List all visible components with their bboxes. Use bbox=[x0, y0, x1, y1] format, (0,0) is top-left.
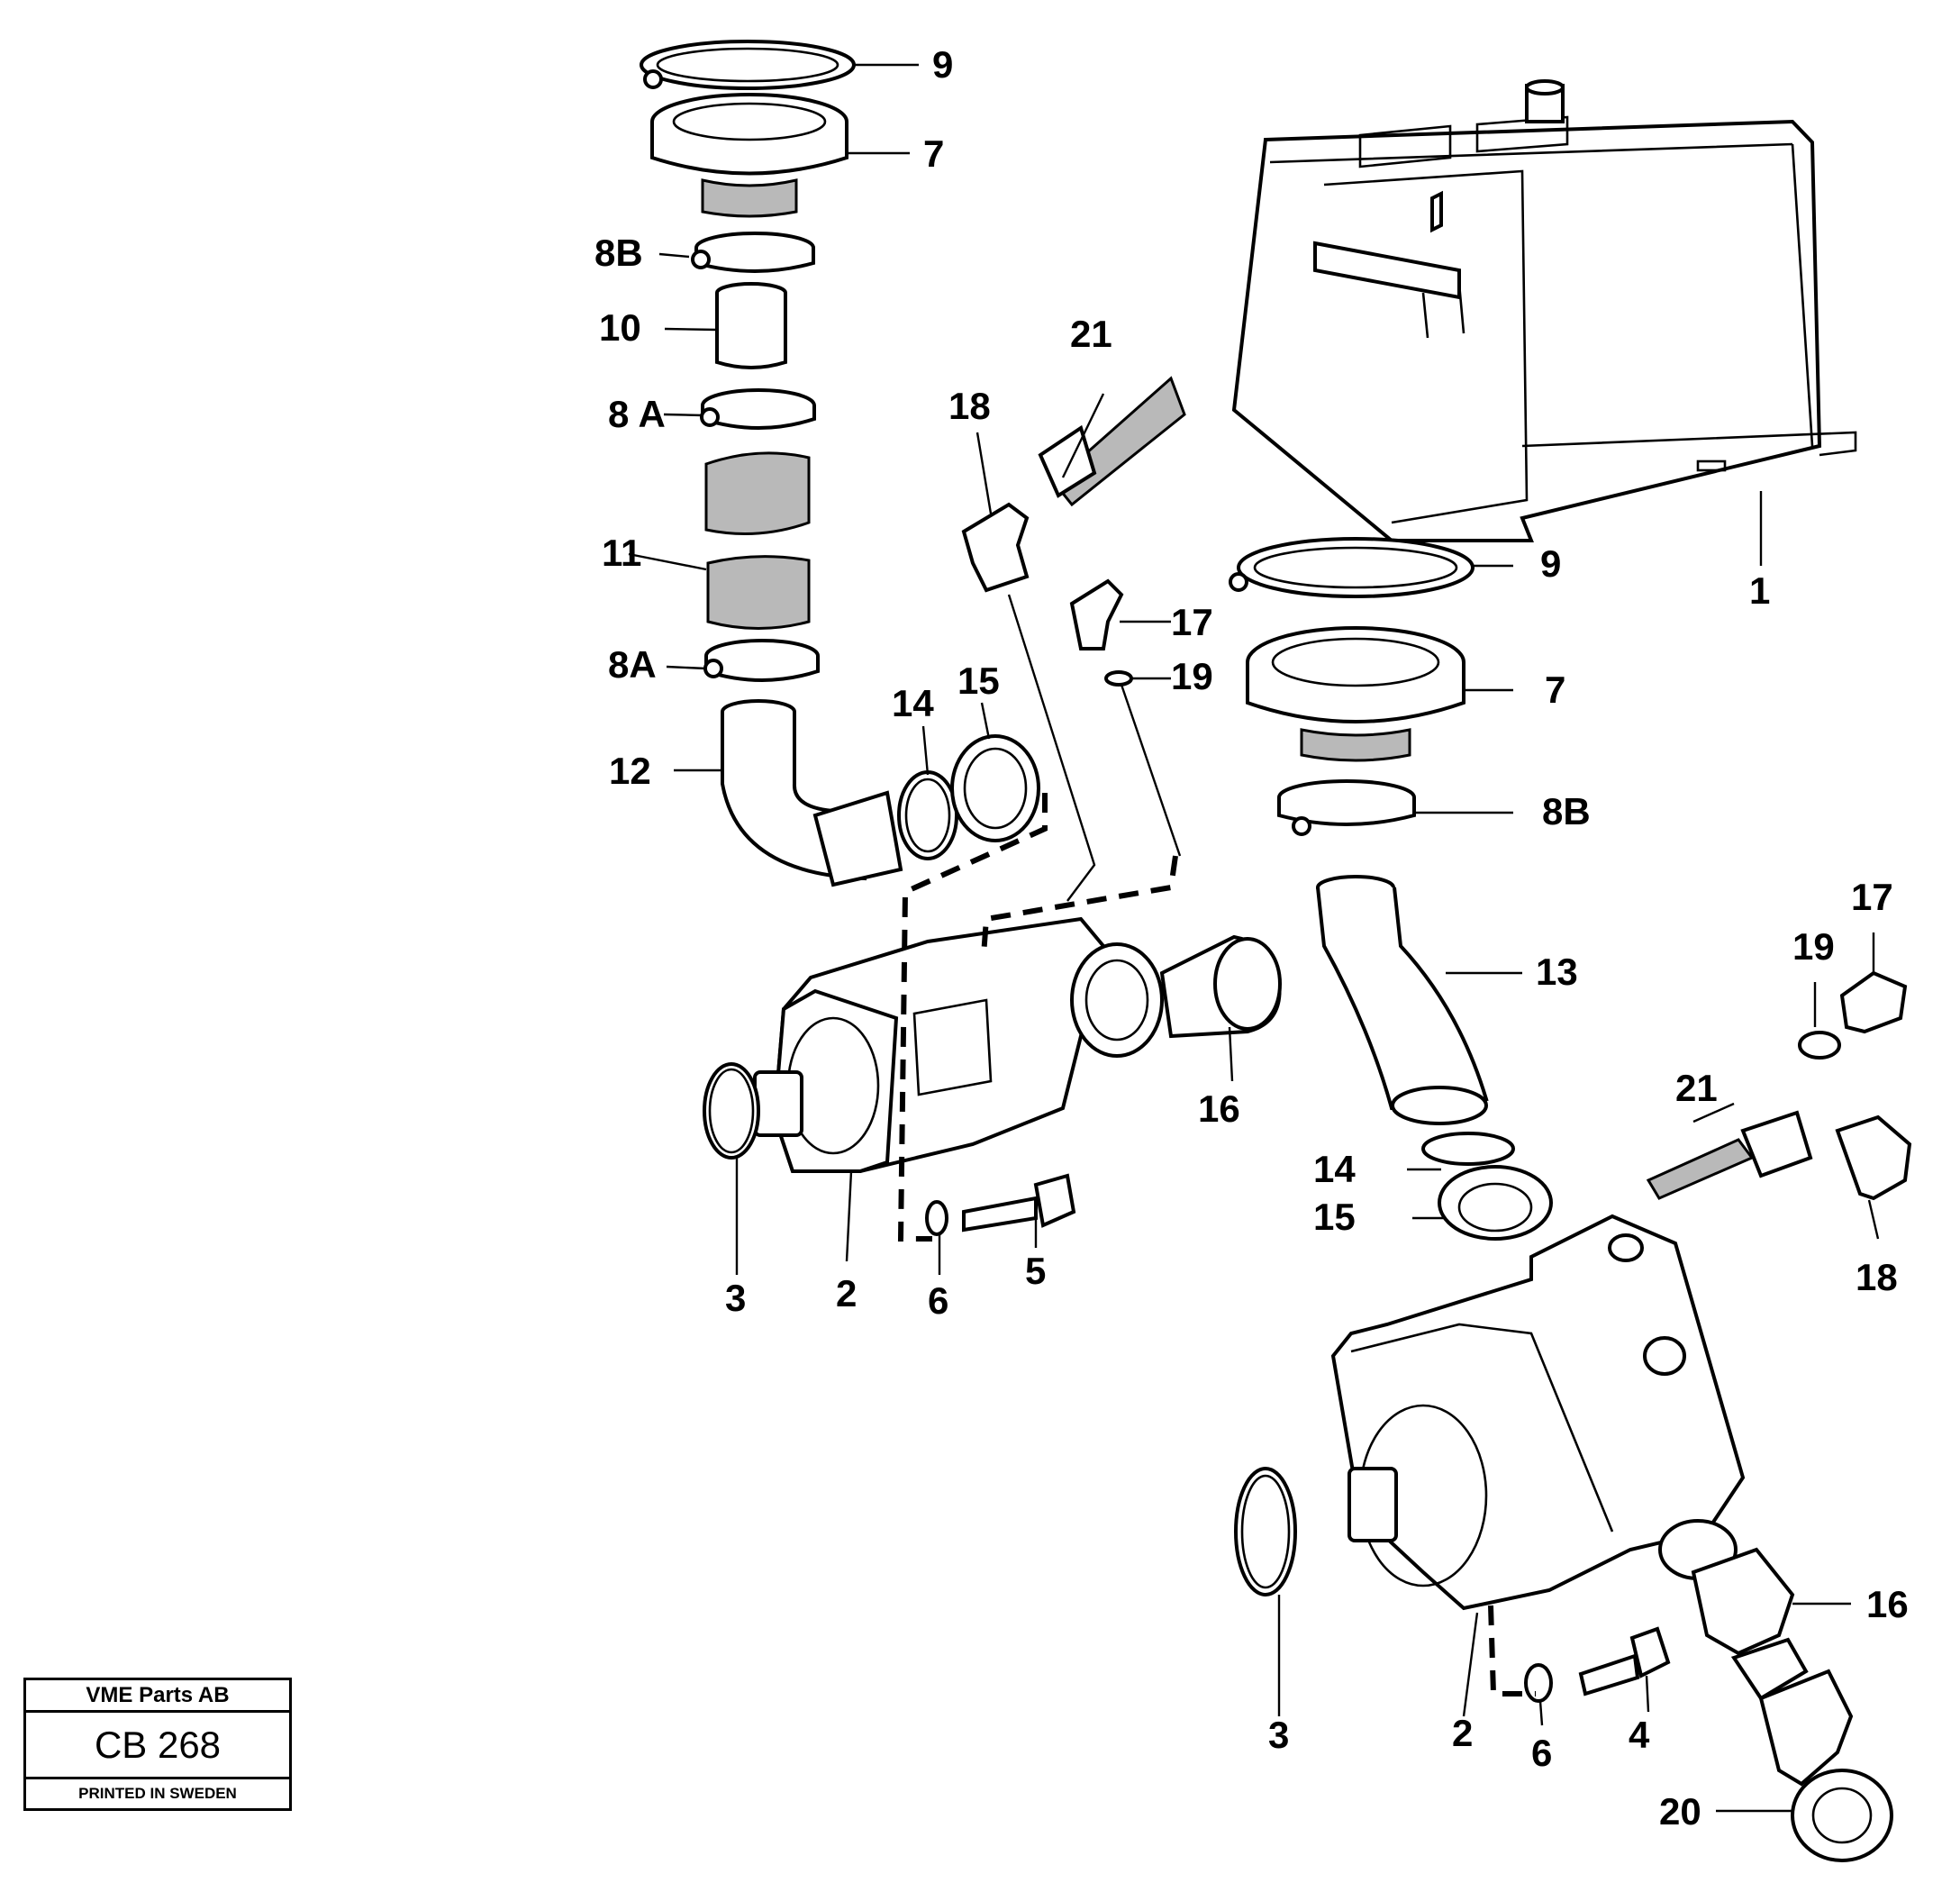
callout-2-left: 2 bbox=[836, 1272, 857, 1314]
callout-8b-left: 8B bbox=[594, 232, 643, 274]
callout-19-right: 19 bbox=[1792, 925, 1835, 968]
printed-note: PRINTED IN SWEDEN bbox=[78, 1785, 237, 1802]
callout-18-right: 18 bbox=[1856, 1256, 1898, 1298]
callout-20: 20 bbox=[1659, 1790, 1701, 1833]
suction-line-left bbox=[640, 40, 1040, 887]
callout-16-right: 16 bbox=[1866, 1583, 1909, 1625]
callout-11: 11 bbox=[602, 532, 641, 574]
callout-21-left: 21 bbox=[1070, 313, 1112, 355]
callout-14-right: 14 bbox=[1313, 1148, 1356, 1190]
callout-7-left: 7 bbox=[923, 132, 944, 175]
callout-12: 12 bbox=[609, 750, 651, 792]
callout-6-left: 6 bbox=[928, 1279, 948, 1322]
callout-4: 4 bbox=[1629, 1714, 1650, 1756]
title-block: VME Parts AB CB 268 PRINTED IN SWEDEN bbox=[23, 1678, 292, 1811]
callout-18-left: 18 bbox=[948, 385, 991, 427]
callout-1: 1 bbox=[1749, 569, 1770, 612]
callout-16-left: 16 bbox=[1198, 1087, 1240, 1130]
hydraulic-pump-left bbox=[703, 376, 1282, 1242]
callout-labels: 9 7 8B 10 8 A 11 8A 12 14 15 18 21 17 19… bbox=[594, 43, 1909, 1833]
hydraulic-pump-right bbox=[1234, 970, 1912, 1862]
callout-2-right: 2 bbox=[1452, 1712, 1473, 1754]
company-name: VME Parts AB bbox=[26, 1680, 289, 1713]
callout-6-right: 6 bbox=[1531, 1732, 1552, 1774]
callout-7-right: 7 bbox=[1545, 669, 1565, 711]
callout-9-right: 9 bbox=[1540, 542, 1561, 585]
callout-3-left: 3 bbox=[725, 1277, 746, 1319]
callout-15-right: 15 bbox=[1313, 1196, 1356, 1238]
callout-21-right: 21 bbox=[1675, 1067, 1718, 1109]
leader-lines bbox=[628, 63, 1880, 1813]
hydraulic-tank bbox=[1231, 79, 1857, 542]
callout-3-right: 3 bbox=[1268, 1714, 1289, 1756]
callout-14-left: 14 bbox=[892, 682, 934, 724]
callout-8a-lower: 8A bbox=[608, 643, 657, 686]
drawing-code: CB 268 bbox=[26, 1713, 289, 1779]
callout-15-left: 15 bbox=[957, 660, 1000, 702]
callout-5: 5 bbox=[1025, 1250, 1046, 1292]
callout-10: 10 bbox=[599, 306, 641, 349]
suction-line-right bbox=[1229, 537, 1553, 1241]
callout-17-right: 17 bbox=[1851, 876, 1893, 918]
callout-8b-right: 8B bbox=[1542, 790, 1591, 832]
callout-9-left: 9 bbox=[932, 43, 953, 86]
callout-17-left: 17 bbox=[1171, 601, 1213, 643]
callout-19-left: 19 bbox=[1171, 655, 1213, 697]
callout-13: 13 bbox=[1536, 951, 1578, 993]
callout-8a-upper: 8 A bbox=[608, 393, 666, 435]
